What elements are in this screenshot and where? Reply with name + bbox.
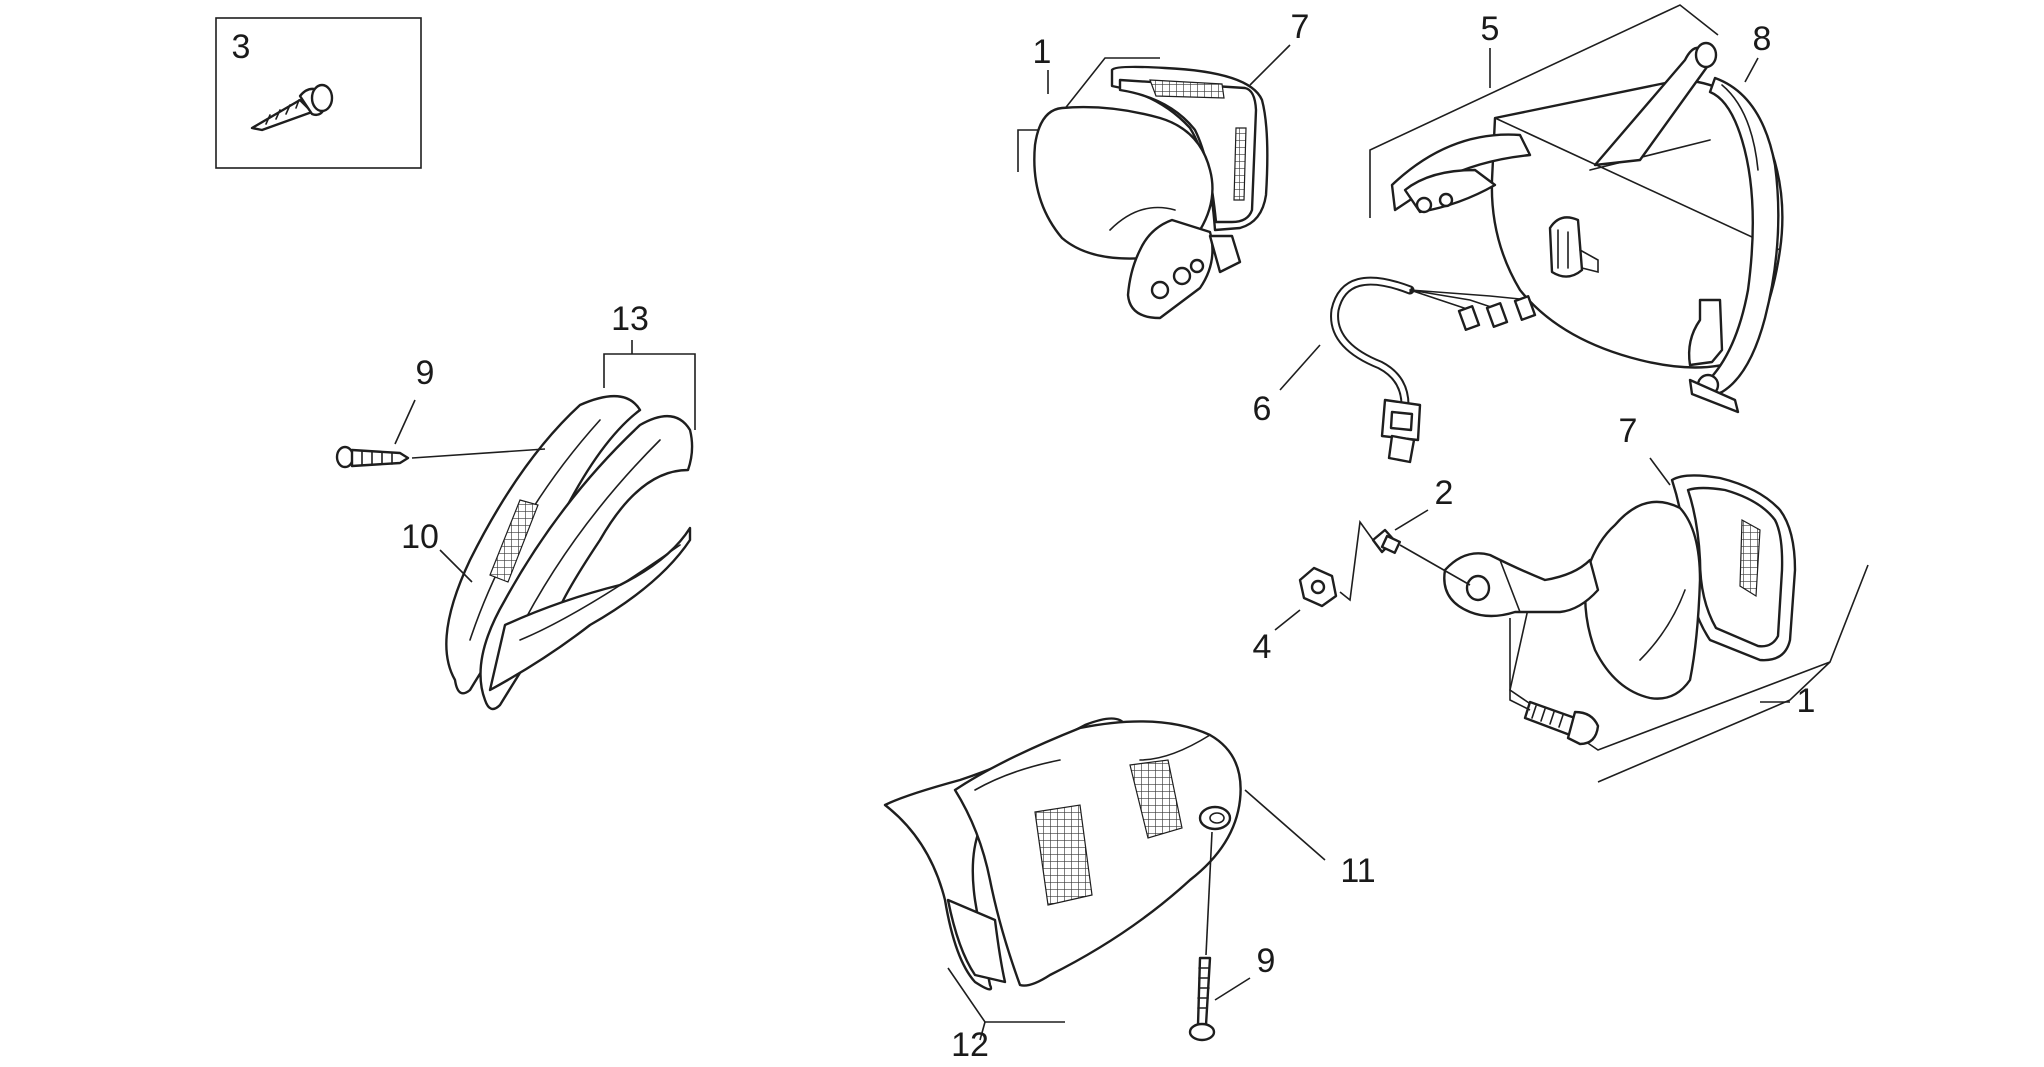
bracket-5 [1369, 4, 1719, 218]
leader-7-right [1649, 457, 1671, 486]
screw-9-left-icon [335, 445, 410, 469]
mount-arm-top [1126, 218, 1214, 320]
callout-10: 10 [401, 518, 439, 556]
front-fairing-group: 12 11 9 [883, 717, 1376, 1064]
self-tapping-screw-icon [250, 83, 334, 132]
callout-3: 3 [232, 28, 251, 66]
leader-6 [1279, 344, 1321, 391]
leader-7-top [1249, 44, 1291, 86]
fairing-tail [488, 526, 692, 692]
callout-9-bottom: 9 [1257, 942, 1276, 980]
front-turn-signal-left: 1 7 [1017, 8, 1310, 320]
signal-body-right [1584, 500, 1702, 700]
callout-7-top: 7 [1291, 8, 1310, 46]
leader-8 [1744, 57, 1759, 83]
callout-1-right: 1 [1797, 682, 1816, 720]
rear-light-assembly: 5 8 [1369, 4, 1784, 414]
leader-4 [1274, 609, 1301, 631]
callout-5: 5 [1481, 10, 1500, 48]
nut-4-icon [1298, 566, 1338, 608]
callout-8: 8 [1753, 20, 1772, 58]
bolt-2-icon [1371, 528, 1401, 555]
bracket-1-right [1509, 564, 1869, 783]
callout-11: 11 [1340, 852, 1375, 890]
callout-9-left: 9 [416, 354, 435, 392]
reflector-strip-10 [489, 499, 539, 583]
screw-inset-part-3: 3 [215, 17, 422, 169]
callout-2: 2 [1435, 474, 1454, 512]
callout-12: 12 [951, 1026, 989, 1064]
lower-bracket [1687, 298, 1724, 367]
callout-6: 6 [1253, 390, 1272, 428]
front-turn-signal-right: 1 2 4 [1253, 412, 1869, 783]
leader-9-left [411, 448, 546, 459]
leader-10 [439, 549, 473, 583]
mount-arm-right [1443, 552, 1600, 618]
inset-box [215, 17, 422, 169]
side-fairing-group: 13 9 10 [335, 300, 696, 711]
leader-11 [1244, 789, 1326, 861]
cap-screw-icon [1523, 700, 1600, 746]
wiring-harness-6: 6 [1253, 276, 1537, 464]
mounting-hole [1198, 805, 1232, 831]
bracket-13 [603, 353, 696, 430]
callout-1-top: 1 [1033, 33, 1052, 71]
leader-9-bottom [1214, 977, 1251, 1001]
leader-2 [1394, 509, 1429, 531]
callout-7-right: 7 [1619, 412, 1638, 450]
callout-4: 4 [1253, 628, 1272, 666]
callout-13: 13 [611, 300, 649, 338]
screw-9-bottom-icon [1188, 956, 1216, 1042]
